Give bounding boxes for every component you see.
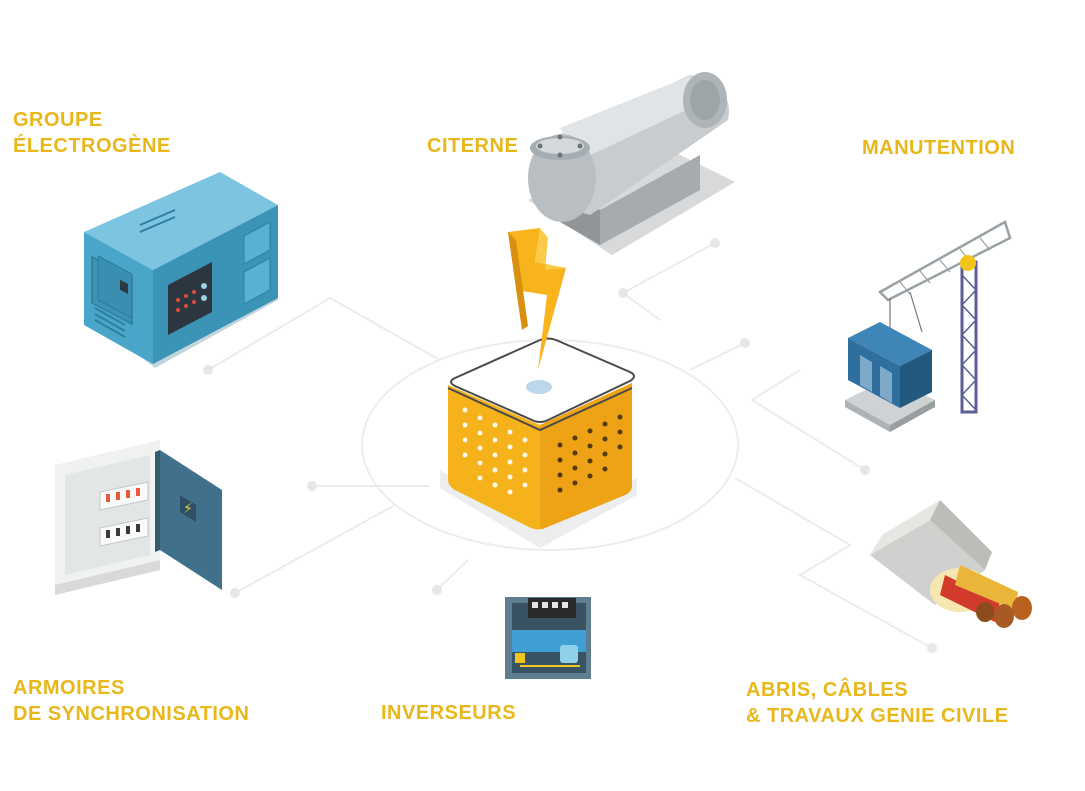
label-abris-line-2: & TRAVAUX GENIE CIVILE	[746, 705, 1009, 727]
label-armoires-line-1: ARMOIRES	[13, 677, 125, 699]
power-hub-icon	[440, 337, 637, 548]
electrical-cabinet-icon: ⚡	[55, 440, 222, 595]
lightning-bolt-icon	[508, 228, 566, 370]
label-groupe-electrogene: GROUPE ÉLECTROGÈNE	[13, 107, 171, 159]
label-citerne: CITERNE	[427, 133, 518, 159]
label-manutention-line-1: MANUTENTION	[862, 137, 1016, 159]
connector-dots	[203, 238, 937, 653]
label-groupe-line-1: GROUPE	[13, 109, 103, 131]
label-armoires-line-2: DE SYNCHRONISATION	[13, 703, 250, 725]
label-armoires: ARMOIRES DE SYNCHRONISATION	[13, 675, 249, 727]
inverter-panel-icon	[505, 597, 591, 679]
label-manutention: MANUTENTION	[862, 135, 1015, 161]
crane-icon	[845, 220, 1012, 432]
label-citerne-line-1: CITERNE	[427, 135, 519, 157]
label-abris-cables: ABRIS, CÂBLES & TRAVAUX GENIE CIVILE	[746, 677, 1009, 729]
generator-icon	[84, 172, 278, 368]
label-inverseurs-line-1: INVERSEURS	[381, 702, 517, 724]
power-cable-icon	[870, 500, 1032, 628]
label-groupe-line-2: ÉLECTROGÈNE	[13, 135, 171, 157]
label-inverseurs: INVERSEURS	[381, 700, 516, 726]
fuel-tank-icon	[528, 72, 735, 255]
label-abris-line-1: ABRIS, CÂBLES	[746, 679, 909, 701]
svg-text:⚡: ⚡	[183, 501, 193, 517]
